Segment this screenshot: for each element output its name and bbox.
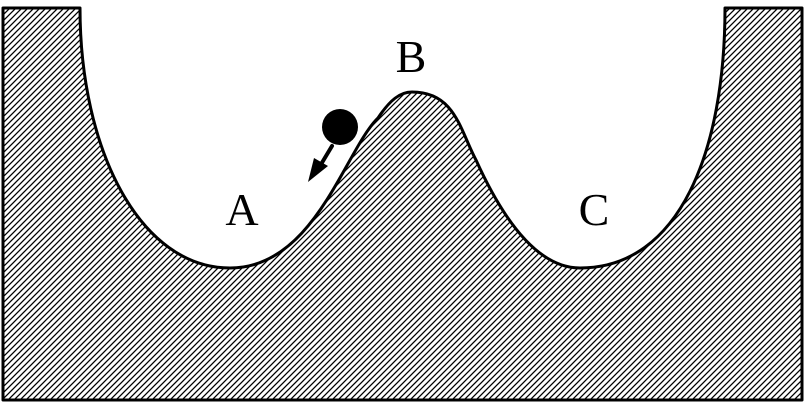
ball-icon bbox=[322, 109, 358, 145]
terrain bbox=[1, 6, 804, 402]
label-b: B bbox=[396, 31, 427, 82]
label-a: A bbox=[225, 184, 258, 235]
arrow-down-left-icon bbox=[308, 144, 334, 182]
label-c: C bbox=[579, 184, 610, 235]
